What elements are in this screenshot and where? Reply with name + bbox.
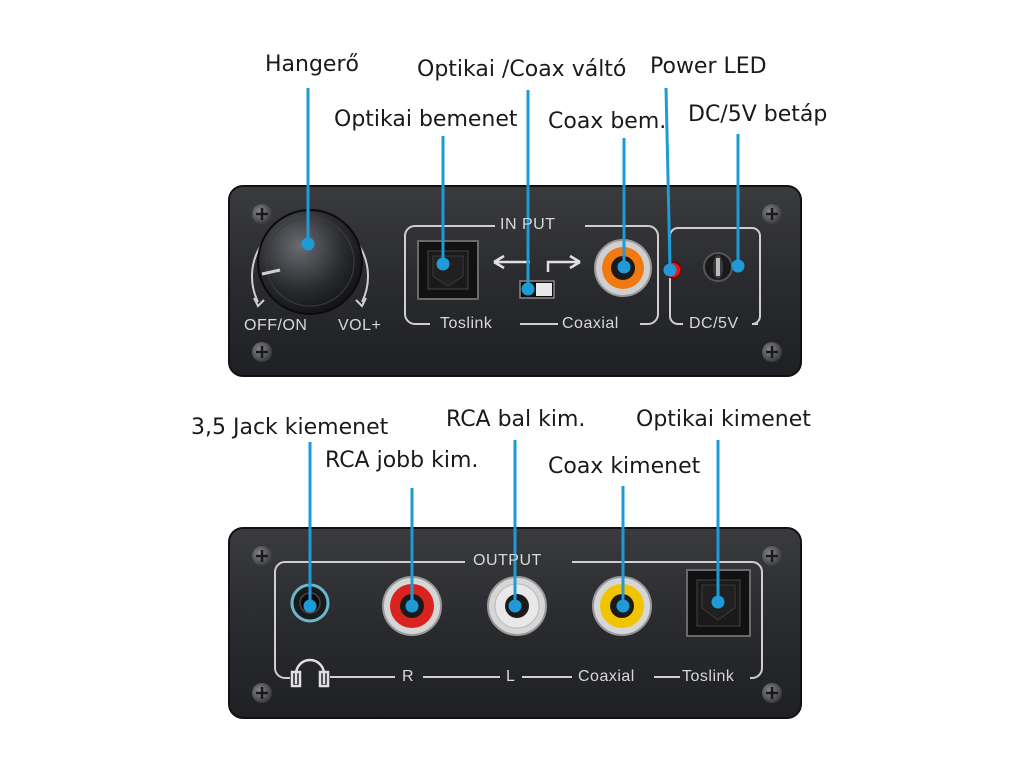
vol-label: VOL+: [338, 317, 382, 334]
output-group-border: [274, 561, 763, 679]
off-on-label: OFF/ON: [244, 317, 308, 334]
callout-switch: Optikai /Coax váltó: [417, 57, 627, 82]
input-group-border: [404, 225, 659, 325]
screw-icon: [762, 683, 782, 703]
arrow-right-icon: [546, 254, 581, 272]
output-coaxial-label: Coaxial: [578, 668, 635, 685]
input-group-label: IN PUT: [500, 216, 556, 233]
dc-jack-port[interactable]: [703, 252, 733, 282]
callout-volume: Hangerő: [265, 52, 359, 77]
callout-optical-in: Optikai bemenet: [334, 107, 518, 132]
output-l-label: L: [506, 668, 516, 685]
callout-dc-in: DC/5V betáp: [688, 102, 828, 127]
output-group-label: OUTPUT: [473, 552, 542, 569]
callout-rca-right: RCA jobb kim.: [325, 448, 479, 473]
screw-icon: [252, 342, 272, 362]
input-dc-label: DC/5V: [689, 315, 739, 332]
headphone-icon: [290, 658, 330, 688]
output-toslink-label: Toslink: [682, 668, 735, 685]
callout-optical-out: Optikai kimenet: [636, 407, 811, 432]
callout-jack-out: 3,5 Jack kiemenet: [191, 415, 389, 440]
screw-icon: [252, 683, 272, 703]
screw-icon: [252, 546, 272, 566]
dc-group-border: [669, 227, 761, 325]
screw-icon: [762, 342, 782, 362]
callout-coax-out: Coax kimenet: [548, 454, 701, 479]
arrow-left-icon: [493, 254, 530, 270]
volume-knob[interactable]: [257, 209, 363, 315]
callout-power-led: Power LED: [650, 54, 767, 79]
input-coaxial-label: Coaxial: [562, 315, 619, 332]
screw-icon: [762, 204, 782, 224]
input-toslink-label: Toslink: [440, 315, 493, 332]
output-r-label: R: [402, 668, 415, 685]
callout-coax-in: Coax bem.: [548, 109, 667, 134]
callout-lines: [301, 87, 745, 613]
callout-rca-left: RCA bal kim.: [446, 407, 586, 432]
screw-icon: [762, 546, 782, 566]
screw-icon: [252, 204, 272, 224]
